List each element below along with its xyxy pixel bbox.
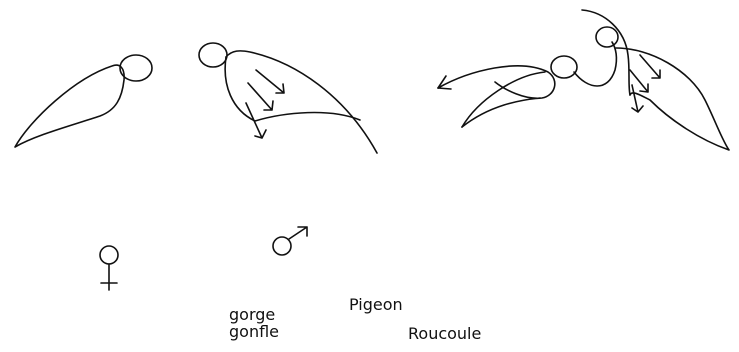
- bird-left: [15, 55, 152, 147]
- bird-right-neck: [574, 42, 616, 86]
- arrow-icon: [256, 70, 284, 93]
- bird-middle-body: [226, 51, 377, 153]
- bird-middle: [199, 43, 377, 153]
- female-symbol-icon: [100, 246, 118, 290]
- bird-right-head-large: [596, 27, 618, 47]
- bird-right: [438, 10, 729, 150]
- bird-left-body: [15, 65, 124, 147]
- male-symbol-icon: [273, 227, 307, 255]
- label-gonfle: gonfle: [229, 323, 279, 340]
- bird-right-lower-loop: [462, 98, 540, 127]
- arrow-icon: [632, 85, 643, 112]
- bird-right-top-curve: [582, 10, 630, 95]
- label-pigeon: Pigeon: [349, 296, 403, 313]
- bird-right-tail-arrow: [438, 66, 555, 98]
- bird-middle-belly: [225, 57, 360, 121]
- label-roucoule: Roucoule: [408, 325, 481, 342]
- arrow-group-middle: [246, 70, 284, 138]
- arrow-icon: [248, 83, 273, 110]
- bird-right-head-small: [551, 56, 577, 78]
- arrow-icon: [640, 55, 660, 78]
- bird-middle-head: [199, 43, 227, 67]
- bird-right-wing: [616, 48, 729, 150]
- bird-left-head: [120, 55, 152, 81]
- label-gorge: gorge: [229, 306, 275, 323]
- arrow-group-right: [630, 55, 660, 112]
